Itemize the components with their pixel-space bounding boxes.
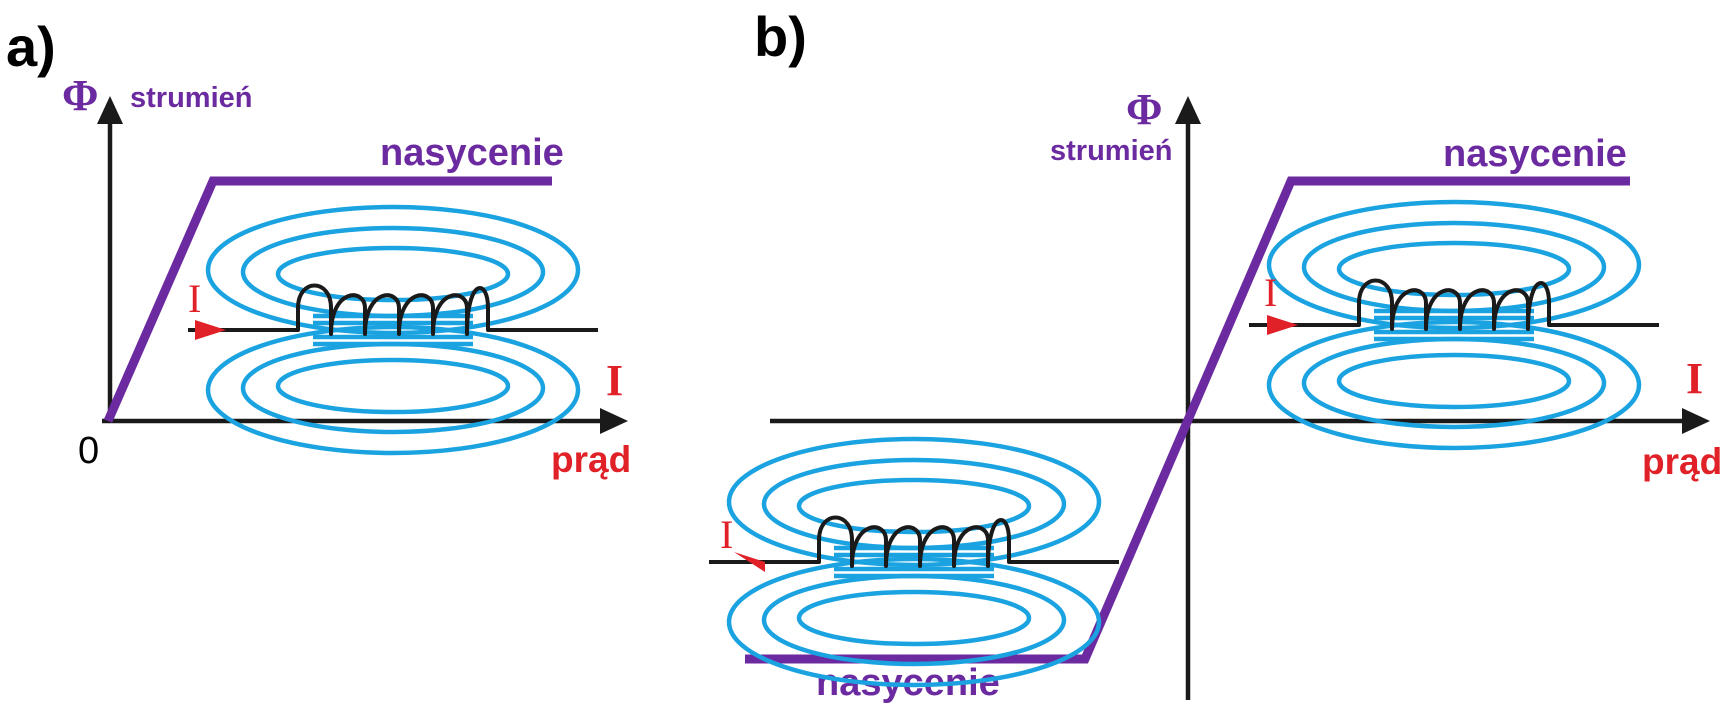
panel-b-top-current-arrow-icon (1267, 315, 1298, 335)
panel-b-current-label: prąd (1642, 441, 1722, 482)
panel-b-saturation-top-label: nasycenie (1443, 133, 1627, 175)
panel-b-label: b) (754, 5, 807, 68)
panel-a-current-symbol: I (606, 356, 623, 405)
panel-b-bottom-current-arrow-icon (734, 552, 765, 572)
panel-a-label: a) (6, 15, 56, 78)
panel-b-axes (770, 96, 1710, 700)
panel-a-saturation-label: nasycenie (380, 132, 564, 174)
panel-b-magnetization-curve (745, 176, 1630, 664)
panel-a-current-label: prąd (551, 439, 631, 480)
panel-b-bottom-solenoid-coil-icon (709, 439, 1119, 685)
panel-a-axes (97, 96, 628, 434)
panel-a-flux-symbol: Φ (62, 71, 98, 120)
panel-b-top-coil-current-symbol: I (1264, 270, 1277, 315)
panel-a-solenoid-coil-icon (188, 207, 598, 453)
panel-a: a) Φ strumień I prąd 0 nasycenie I (6, 15, 631, 480)
panel-a-magnetization-curve (103, 176, 552, 423)
panel-b-flux-label: strumień (1050, 135, 1172, 167)
panel-a-flux-label: strumień (130, 82, 252, 114)
panel-b-current-symbol: I (1686, 354, 1703, 403)
panel-a-origin-label: 0 (78, 430, 99, 472)
panel-a-coil-current-symbol: I (188, 276, 201, 321)
panel-b-top-solenoid-coil-icon (1249, 202, 1659, 448)
panel-a-current-arrow-icon (195, 320, 226, 340)
panel-b-bottom-coil-current-symbol: I (720, 512, 733, 557)
panel-b-flux-symbol: Φ (1126, 85, 1162, 134)
panel-b: b) Φ strumień I prąd nasycenie nasycenie… (709, 5, 1722, 704)
